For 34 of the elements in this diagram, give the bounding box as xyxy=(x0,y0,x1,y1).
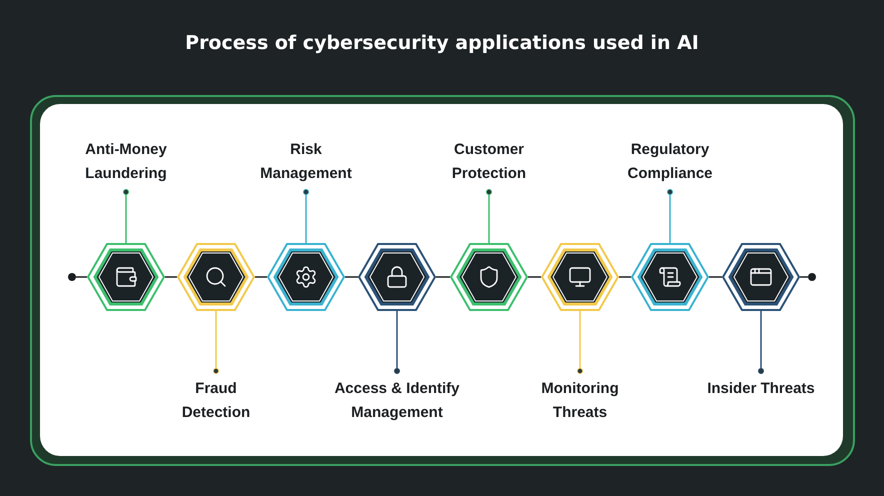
leader-line xyxy=(758,311,764,374)
timeline-line xyxy=(528,276,541,278)
timeline-line xyxy=(165,276,177,278)
diagram-title: Process of cybersecurity applications used in AI xyxy=(185,32,699,54)
step-label: Insider Threats xyxy=(707,379,815,399)
step-label: Access & Identify Management xyxy=(333,379,461,423)
timeline-line xyxy=(345,276,358,278)
hexagon-badge xyxy=(450,243,528,311)
hexagon-badge xyxy=(541,243,619,311)
leader-line xyxy=(303,189,309,243)
leader-line xyxy=(486,189,492,243)
hexagon-badge xyxy=(267,243,345,311)
timeline-line xyxy=(76,276,87,278)
step-label: Monitoring Threats xyxy=(540,379,620,423)
hexagon-badge xyxy=(358,243,436,311)
leader-line xyxy=(394,311,400,374)
hexagon-badge xyxy=(177,243,255,311)
step-label: Customer Protection xyxy=(450,140,528,184)
hexagon-badge xyxy=(631,243,709,311)
timeline-line xyxy=(255,276,267,278)
step-label: Anti-Money Laundering xyxy=(84,140,168,184)
timeline-line xyxy=(436,276,450,278)
step-label: Fraud Detection xyxy=(180,379,252,423)
hexagon-badge xyxy=(87,243,165,311)
hexagon-badge xyxy=(722,243,800,311)
leader-line xyxy=(577,311,583,374)
leader-line xyxy=(213,311,219,374)
timeline-line xyxy=(619,276,631,278)
step-label: Risk Management xyxy=(259,140,353,184)
timeline-line xyxy=(709,276,722,278)
leader-line xyxy=(667,189,673,243)
leader-line xyxy=(123,189,129,243)
timeline-line xyxy=(800,276,808,278)
step-label: Regulatory Compliance xyxy=(626,140,714,184)
